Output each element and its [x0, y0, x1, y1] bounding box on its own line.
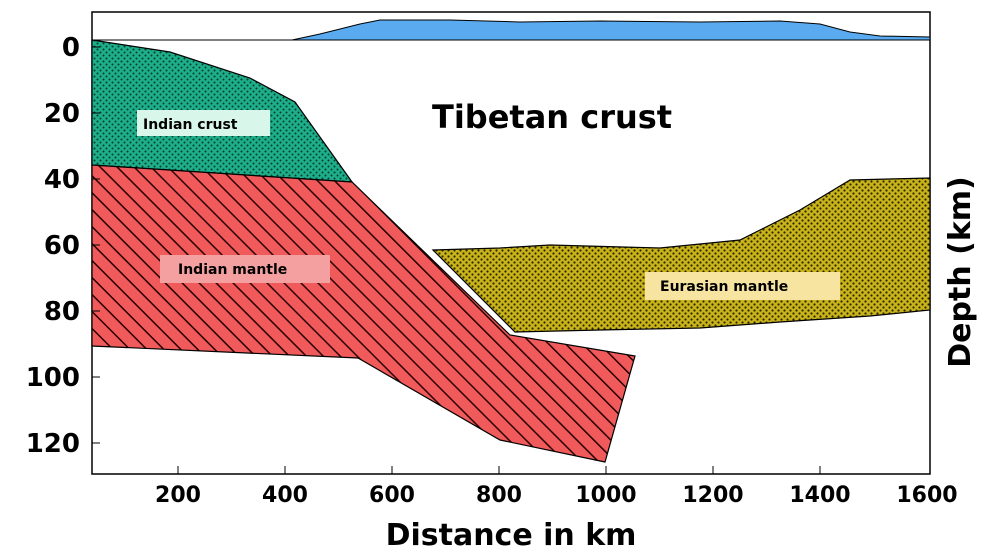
y-tick-label: 0	[62, 33, 80, 63]
indian-crust-label: Indian crust	[143, 117, 238, 133]
x-tick-label: 1600	[896, 483, 957, 508]
x-axis-title: Distance in km	[386, 518, 637, 551]
x-tick-label: 1200	[682, 483, 743, 508]
topography-profile	[291, 19, 931, 41]
y-tick-label: 40	[44, 165, 80, 195]
x-tick-label: 600	[369, 483, 415, 508]
eurasian-mantle-label-box	[645, 272, 840, 300]
x-tick-label: 400	[262, 483, 308, 508]
indian-crust-label-box	[137, 110, 270, 136]
indian-mantle-label: Indian mantle	[178, 262, 287, 278]
x-tick-label: 800	[476, 483, 522, 508]
indian-mantle-region	[91, 164, 636, 463]
x-axis: 200 400 600 800 1000 1200 1400 1600	[155, 466, 958, 508]
y-axis: 0 20 40 60 80 100 120	[26, 33, 100, 459]
eurasian-mantle-label: Eurasian mantle	[660, 279, 788, 295]
y-tick-label: 20	[44, 99, 80, 129]
y-tick-label: 60	[44, 231, 80, 261]
y-tick-label: 100	[26, 363, 80, 393]
x-tick-label: 1400	[789, 483, 850, 508]
x-tick-label: 200	[155, 483, 201, 508]
y-axis-title: Depth (km)	[943, 176, 978, 368]
tibetan-crust-label: Tibetan crust	[432, 98, 672, 136]
y-tick-label: 80	[44, 297, 80, 327]
indian-mantle-label-box	[160, 255, 330, 283]
y-tick-label: 120	[26, 429, 80, 459]
x-tick-label: 1000	[575, 483, 636, 508]
